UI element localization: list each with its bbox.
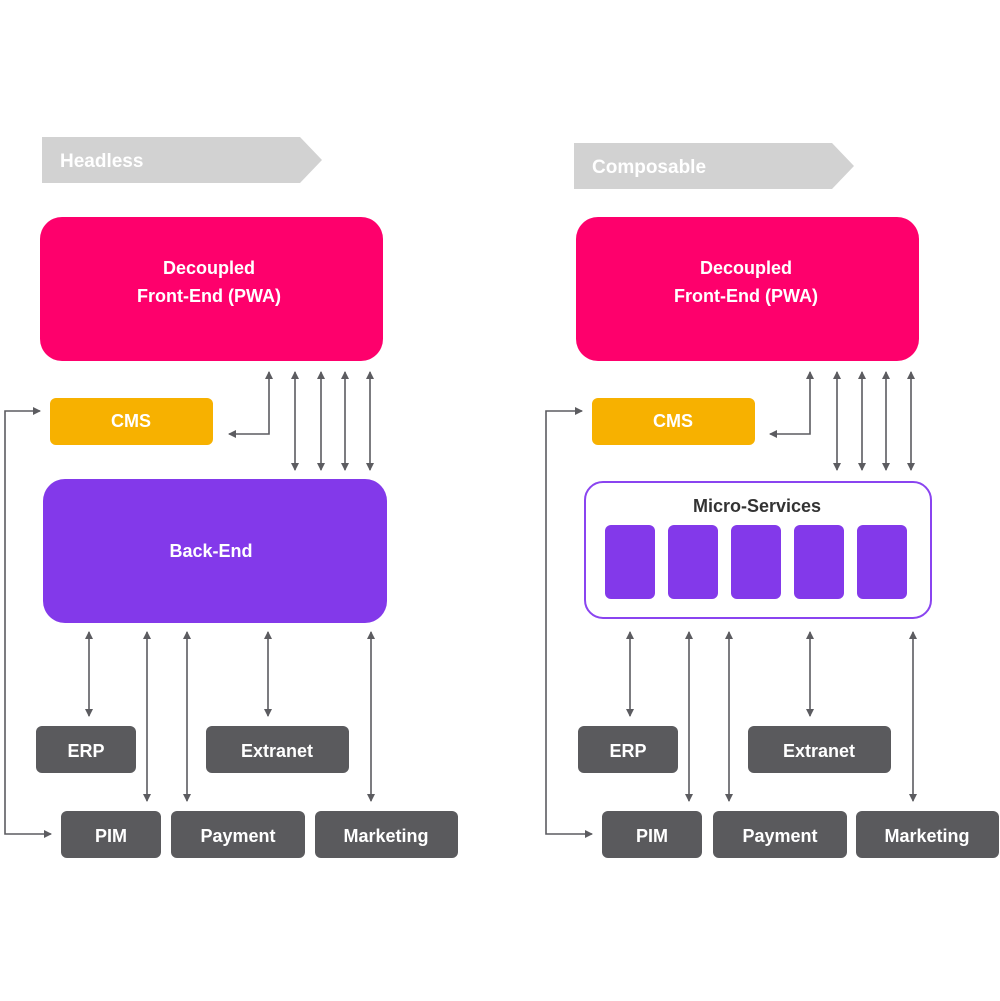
- payment-label: Payment: [742, 826, 817, 846]
- payment-label: Payment: [200, 826, 275, 846]
- frontend-cms-arrow: [228, 371, 273, 438]
- payment-box: Payment: [713, 811, 847, 858]
- erp-label: ERP: [67, 741, 104, 761]
- microservice-unit: [605, 525, 655, 599]
- erp-box: ERP: [578, 726, 678, 773]
- marketing-box: Marketing: [315, 811, 458, 858]
- composable-connectors: [545, 371, 917, 838]
- marketing-label: Marketing: [343, 826, 428, 846]
- pim-label: PIM: [636, 826, 668, 846]
- extranet-box: Extranet: [748, 726, 891, 773]
- microservices-box: Micro-Services: [584, 481, 932, 619]
- frontend-label-line2: Front-End (PWA): [674, 286, 818, 306]
- frontend-cms-arrow: [769, 371, 814, 438]
- cms-box: CMS: [50, 398, 213, 445]
- microservice-unit: [794, 525, 844, 599]
- erp-label: ERP: [609, 741, 646, 761]
- cms-box: CMS: [592, 398, 755, 445]
- headless-diagram: Headless Decoupled Front-End (PWA) CMS B…: [4, 137, 458, 858]
- microservice-unit: [731, 525, 781, 599]
- headless-connectors: [4, 371, 375, 838]
- frontend-box: Decoupled Front-End (PWA): [576, 217, 919, 361]
- cms-label: CMS: [111, 411, 151, 431]
- banner-label: Composable: [592, 157, 706, 178]
- banner-label: Headless: [60, 151, 143, 172]
- frontend-label-line1: Decoupled: [163, 258, 255, 278]
- cms-pim-arrow: [545, 407, 593, 838]
- composable-diagram: Composable Decoupled Front-End (PWA) CMS…: [545, 143, 999, 858]
- microservice-unit: [668, 525, 718, 599]
- cms-label: CMS: [653, 411, 693, 431]
- pim-box: PIM: [602, 811, 702, 858]
- payment-box: Payment: [171, 811, 305, 858]
- marketing-box: Marketing: [856, 811, 999, 858]
- frontend-label-line1: Decoupled: [700, 258, 792, 278]
- marketing-label: Marketing: [884, 826, 969, 846]
- backend-label: Back-End: [169, 541, 252, 561]
- frontend-label-line2: Front-End (PWA): [137, 286, 281, 306]
- microservices-title: Micro-Services: [693, 496, 821, 516]
- composable-banner: Composable: [574, 143, 854, 189]
- pim-box: PIM: [61, 811, 161, 858]
- erp-box: ERP: [36, 726, 136, 773]
- cms-pim-arrow: [4, 407, 52, 838]
- backend-box: Back-End: [43, 479, 387, 623]
- extranet-box: Extranet: [206, 726, 349, 773]
- banner-arrow-shape: [42, 137, 322, 183]
- banner-arrow-shape: [574, 143, 854, 189]
- microservice-unit: [857, 525, 907, 599]
- pim-label: PIM: [95, 826, 127, 846]
- extranet-label: Extranet: [241, 741, 313, 761]
- microservice-units: [605, 525, 907, 599]
- extranet-label: Extranet: [783, 741, 855, 761]
- headless-banner: Headless: [42, 137, 322, 183]
- frontend-box: Decoupled Front-End (PWA): [40, 217, 383, 361]
